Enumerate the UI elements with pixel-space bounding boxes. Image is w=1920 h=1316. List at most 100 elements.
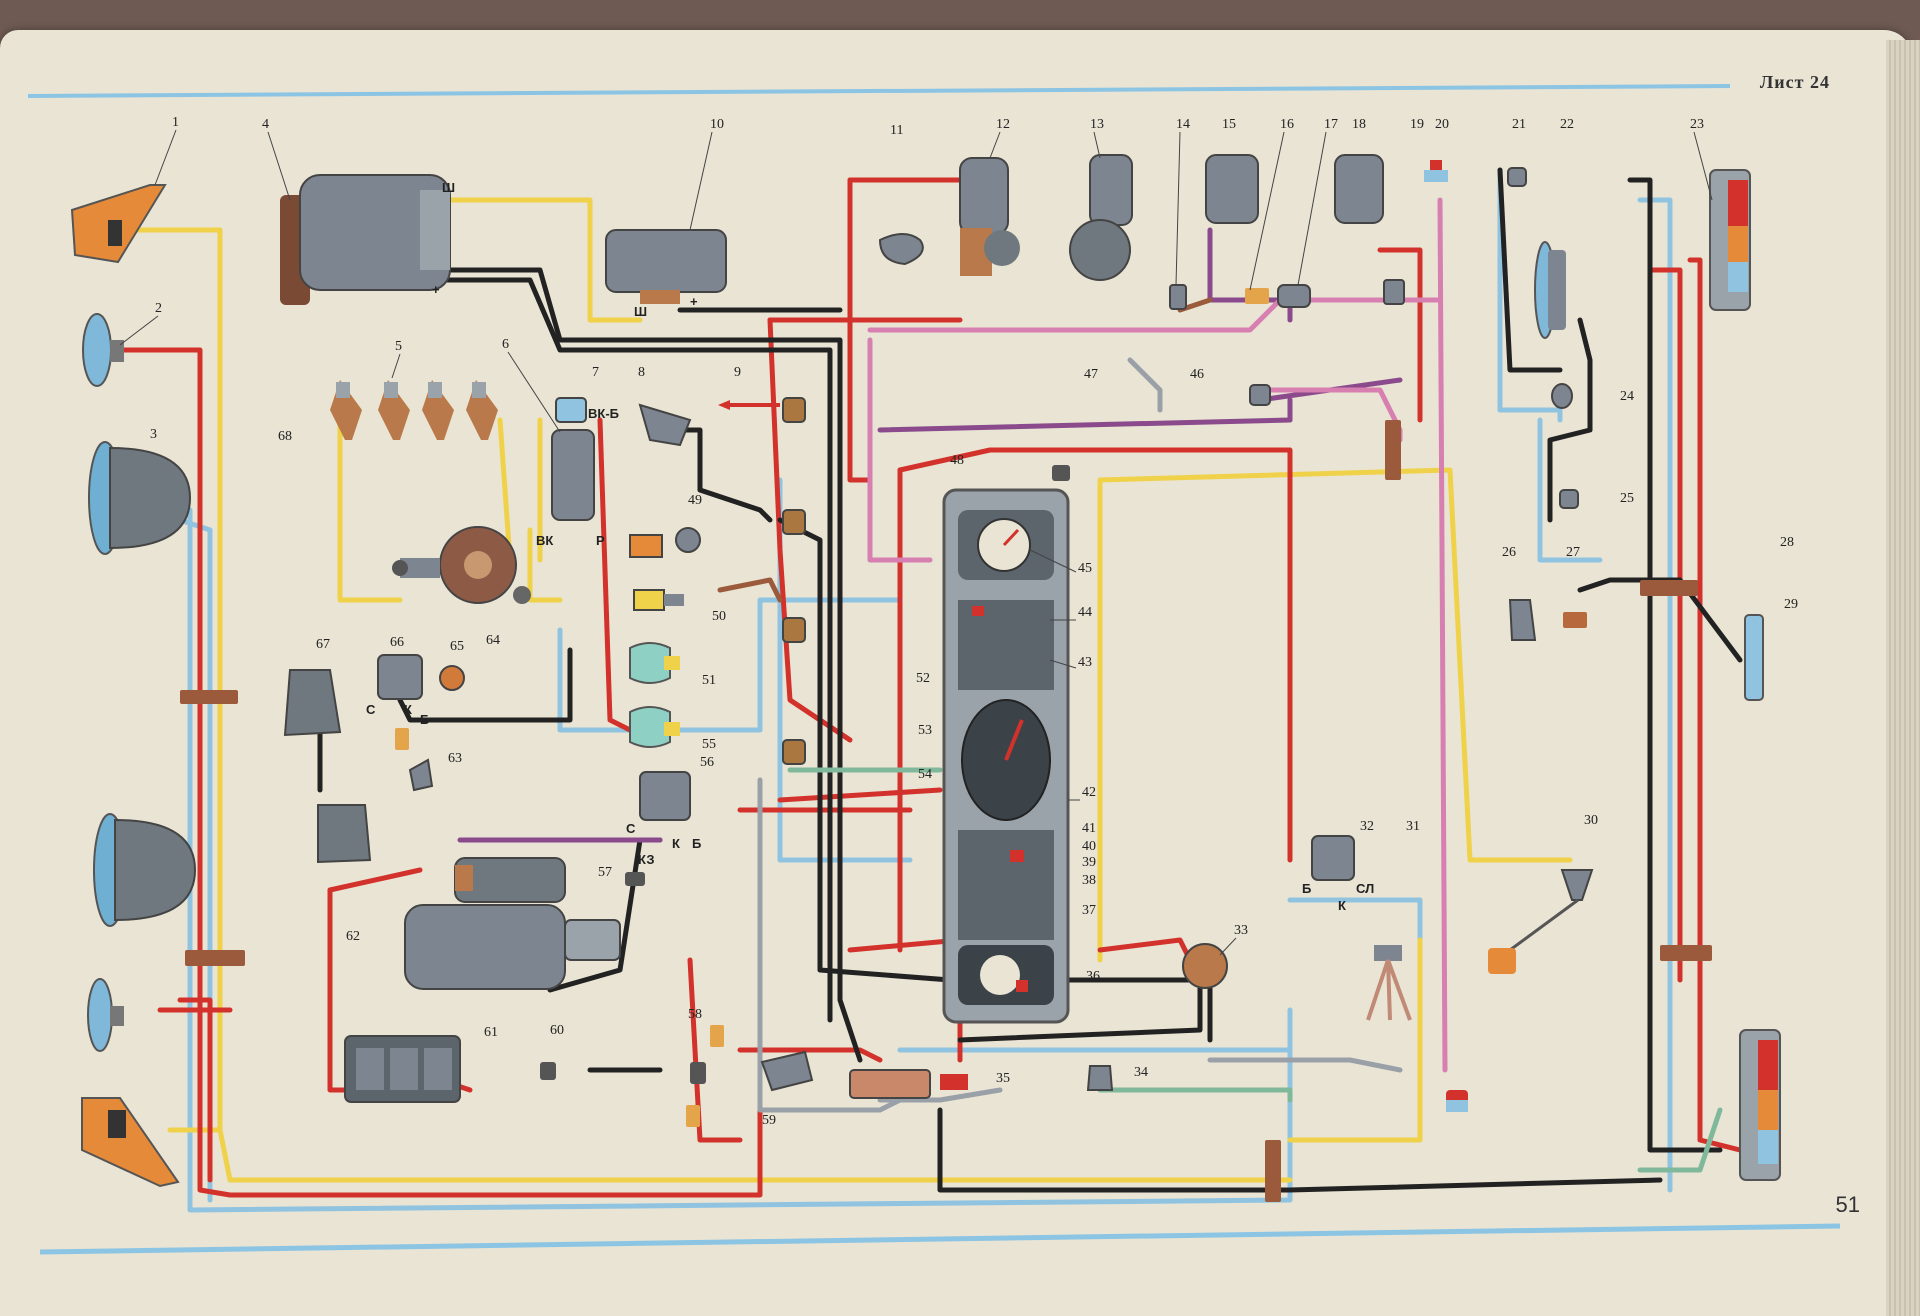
fog-lamp-55 <box>629 706 680 748</box>
connector-31 <box>1366 945 1412 1021</box>
fuse-block-35 <box>849 1069 968 1099</box>
callout-8: 8 <box>638 365 645 380</box>
relay32-terminal-k: К <box>1338 898 1346 913</box>
motor-18 <box>1334 154 1384 224</box>
callout-7: 7 <box>592 365 599 380</box>
lamp-24 <box>1551 383 1573 409</box>
wiper-motor-12 <box>959 157 1020 276</box>
coil-terminal-r: Р <box>596 533 605 548</box>
interior-lamp-22 <box>1534 241 1566 339</box>
wires-blue <box>172 167 1673 1213</box>
callout-59: 59 <box>762 1113 776 1128</box>
junction-33 <box>1182 943 1228 989</box>
sensor-26 <box>1508 599 1537 641</box>
callout-5: 5 <box>395 339 402 354</box>
voltage-regulator-10: Ш + <box>605 229 727 319</box>
callout-29: 29 <box>1784 597 1798 612</box>
headlamp-3 <box>88 441 192 555</box>
sensor-8 <box>638 403 692 447</box>
front-turn-lamp-left-top <box>70 184 167 264</box>
relay-66: С К Б <box>366 654 429 727</box>
callout-27: 27 <box>1566 545 1580 560</box>
wires-black <box>297 167 1743 1193</box>
callout-16: 16 <box>1280 117 1294 132</box>
switch-59 <box>760 1050 814 1092</box>
relay66-terminal-b: Б <box>420 712 429 727</box>
callout-32: 32 <box>1360 819 1374 834</box>
switch-57 <box>625 872 645 886</box>
door-switch-25 <box>1559 489 1579 509</box>
callout-42: 42 <box>1082 785 1096 800</box>
callout-55: 55 <box>702 737 716 752</box>
coil-terminal-vk-b: ВК-Б <box>588 406 619 421</box>
relay66-terminal-k: К <box>404 702 412 717</box>
indicator-64 <box>439 665 465 691</box>
wires-red <box>117 177 1743 1198</box>
switch-14 <box>1169 284 1187 310</box>
callout-54: 54 <box>918 767 932 782</box>
ignition-resistor-7: ВК-Б <box>555 397 619 423</box>
side-lamp-lower <box>87 978 124 1052</box>
relay56-terminal-s: С <box>626 821 636 836</box>
callout-26: 26 <box>1502 545 1516 560</box>
callout-23: 23 <box>1690 117 1704 132</box>
relay-56: С К Б КЗ <box>626 771 701 867</box>
callout-30: 30 <box>1584 813 1598 828</box>
sheet-label: Лист 24 <box>1759 72 1830 92</box>
switch-46 <box>1249 384 1271 406</box>
callout-10: 10 <box>710 117 724 132</box>
callout-19: 19 <box>1410 117 1424 132</box>
license-lamp-29 <box>1744 614 1764 701</box>
instrument-cluster-42 <box>942 488 1070 1024</box>
callout-38: 38 <box>1082 873 1096 888</box>
callout-12: 12 <box>996 117 1010 132</box>
book-page-edges <box>1886 40 1920 1316</box>
generator-4: Ш + <box>280 174 455 305</box>
callout-22: 22 <box>1560 117 1574 132</box>
relay56-terminal-kz: КЗ <box>638 852 655 867</box>
callout-20: 20 <box>1435 117 1449 132</box>
callout-37: 37 <box>1082 903 1096 918</box>
callout-61: 61 <box>484 1025 498 1040</box>
horn-67-top <box>283 669 342 737</box>
callout-68: 68 <box>278 429 292 444</box>
buzzer-bottom <box>1446 1090 1468 1112</box>
relay56-terminal-b: Б <box>692 836 701 851</box>
generator-terminal-plus: + <box>432 282 440 297</box>
sensor-49 <box>629 527 701 558</box>
switch-9 <box>718 397 806 765</box>
callout-44: 44 <box>1078 605 1092 620</box>
wires-yellow <box>107 197 1573 1183</box>
callout-64: 64 <box>486 633 500 648</box>
callout-66: 66 <box>390 635 404 650</box>
callout-14: 14 <box>1176 117 1190 132</box>
callout-51: 51 <box>702 673 716 688</box>
switch-63 <box>408 758 434 792</box>
page-number: 51 <box>1835 1192 1860 1217</box>
callout-43: 43 <box>1078 655 1092 670</box>
callout-56: 56 <box>700 755 714 770</box>
headlamp-lower <box>93 813 197 927</box>
relay-17 <box>1277 284 1311 308</box>
wires-grey <box>757 357 1403 1113</box>
callout-3: 3 <box>150 427 157 442</box>
callout-21: 21 <box>1512 117 1526 132</box>
relay32-terminal-sl: СЛ <box>1356 881 1374 896</box>
callout-18: 18 <box>1352 117 1366 132</box>
callout-labels: 1 2 3 4 5 6 7 8 9 10 11 12 13 14 15 16 1… <box>150 115 1798 1128</box>
generator-terminal-w: Ш <box>442 180 455 195</box>
horn-67-bottom <box>317 804 372 864</box>
callout-15: 15 <box>1222 117 1236 132</box>
callout-1: 1 <box>172 115 179 130</box>
relay32-terminal-b: Б <box>1302 881 1311 896</box>
front-turn-lamp-left-bottom <box>81 1097 180 1188</box>
callout-60: 60 <box>550 1023 564 1038</box>
switch-58 <box>690 1062 706 1084</box>
callout-28: 28 <box>1780 535 1794 550</box>
wires-green <box>787 767 1723 1173</box>
callout-11: 11 <box>890 123 903 138</box>
leader-lines <box>119 129 1713 956</box>
fog-lamp-51 <box>629 642 680 684</box>
ignition-coil-6: ВК Р <box>536 429 605 548</box>
